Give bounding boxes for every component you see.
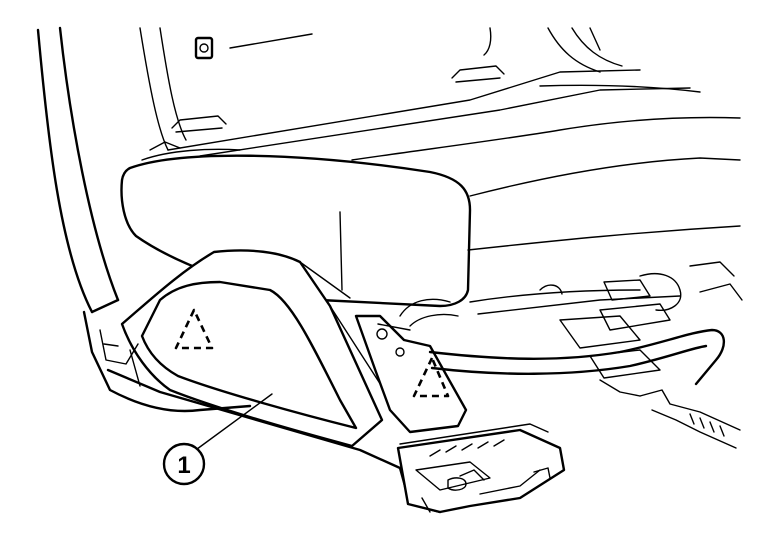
seat-track-mechanism — [428, 261, 743, 449]
warning-triangle-icon — [412, 356, 450, 398]
seat-bracket — [354, 298, 468, 434]
callout-number: 1 — [177, 452, 190, 479]
lower-frame — [82, 310, 566, 514]
seatback-latch-icon — [194, 36, 214, 60]
riser-cover — [120, 249, 389, 448]
callout-circle — [162, 442, 206, 486]
seat-back — [36, 26, 623, 314]
callout-1: 1 — [162, 393, 273, 486]
warning-triangle-icon — [174, 308, 214, 350]
callout-leader-line — [192, 393, 273, 453]
